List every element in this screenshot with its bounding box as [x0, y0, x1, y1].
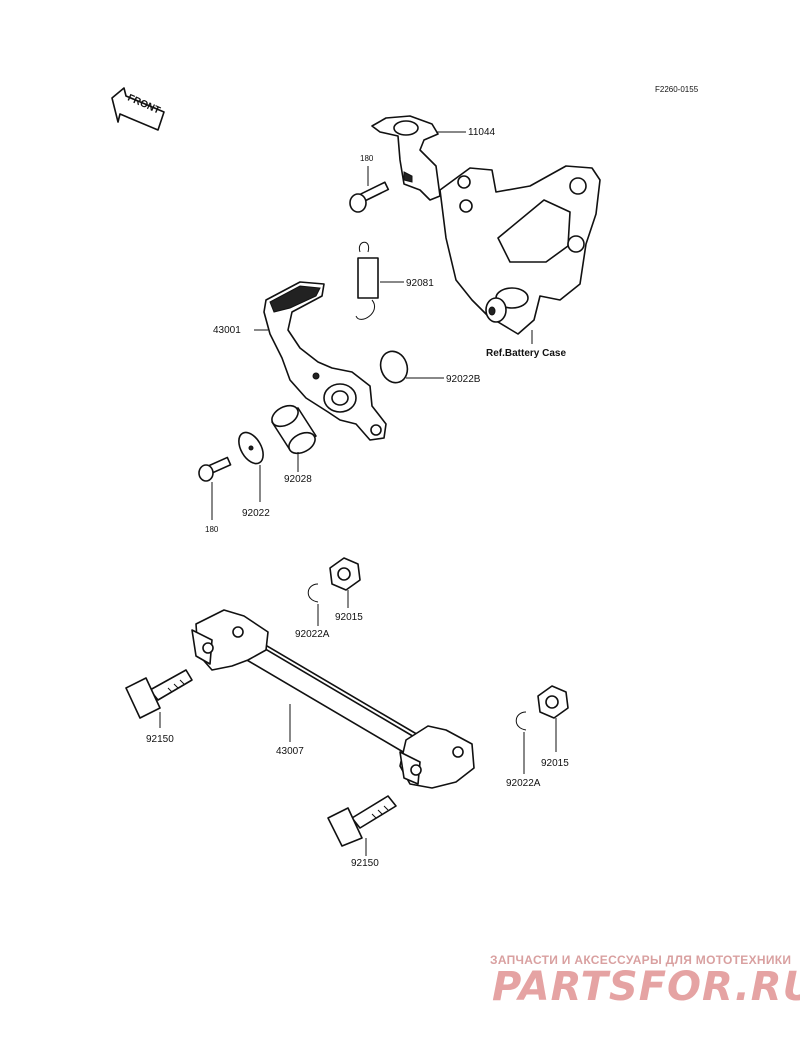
- label-92022: 92022: [242, 508, 270, 519]
- label-92028: 92028: [284, 474, 312, 485]
- bolt-92150-bottom: [327, 795, 397, 847]
- label-92015-right: 92015: [541, 758, 569, 769]
- label-92150-bottom: 92150: [351, 858, 379, 869]
- watermark-brand: PARTSFOR.RU: [492, 964, 800, 1010]
- brake-pedal-43001: [263, 281, 387, 441]
- label-ref-battery-case: Ref.Battery Case: [486, 348, 566, 359]
- nut-92015-top: [329, 557, 361, 591]
- bolt-180-top: [349, 181, 390, 213]
- bolt-92150-left: [125, 669, 193, 719]
- nut-92015-right: [537, 685, 569, 719]
- label-92022b: 92022B: [446, 374, 481, 385]
- label-180-top: 180: [360, 154, 374, 163]
- label-11044: 11044: [468, 127, 496, 138]
- label-92081: 92081: [406, 278, 434, 289]
- bolt-180-bottom: [198, 456, 232, 482]
- circlip-92022a-right: [515, 711, 527, 731]
- label-43001: 43001: [213, 325, 241, 336]
- circlip-92022a-top: [307, 583, 319, 603]
- label-180-bottom: 180: [205, 525, 219, 534]
- spring-92081: [355, 241, 379, 320]
- washer-92022: [238, 431, 264, 465]
- washer-92022b: [379, 350, 409, 384]
- battery-case-reference: [439, 165, 601, 335]
- label-92022a-top: 92022A: [295, 629, 330, 640]
- tie-rod-43007: [191, 609, 475, 789]
- label-43007: 43007: [276, 746, 304, 757]
- watermark-tagline: ЗАПЧАСТИ И АКСЕССУАРЫ ДЛЯ МОТОТЕХНИКИ: [490, 953, 791, 967]
- front-arrow-icon: FRONT: [111, 87, 165, 131]
- label-92150-left: 92150: [146, 734, 174, 745]
- bushing-92028: [271, 404, 317, 455]
- label-92015-top: 92015: [335, 612, 363, 623]
- label-92022a-right: 92022A: [506, 778, 541, 789]
- bracket-11044: [371, 115, 441, 201]
- diagram-code: F2260-0155: [655, 85, 699, 94]
